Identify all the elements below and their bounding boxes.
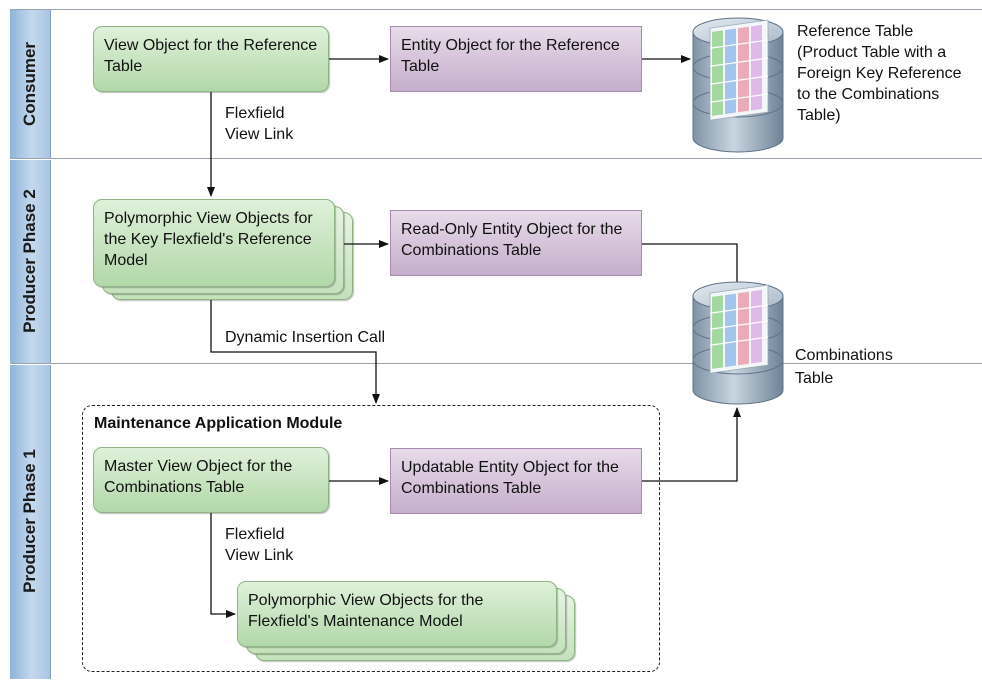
combinations-table-label: Combinations Table (795, 344, 935, 390)
arrow-dynamic-insertion-call (210, 300, 380, 404)
updatable-entity-object-label: Updatable Entity Object for the Combinat… (401, 459, 619, 497)
combinations-table-database-icon (692, 281, 784, 405)
polymorphic-view-objects-reference-model[interactable]: Polymorphic View Objects for the Key Fle… (93, 199, 335, 287)
arrow-readonly-entity-to-combinations (642, 243, 741, 293)
reference-table-database-icon (692, 17, 784, 153)
entity-object-reference-table[interactable]: Entity Object for the Reference Table (390, 26, 642, 92)
maintenance-module-title-text: Maintenance Application Module (94, 415, 343, 432)
dynamic-insertion-call-label: Dynamic Insertion Call (225, 327, 385, 348)
arrow-flexfield-view-link-to-maintenance (210, 513, 236, 618)
view-object-reference-table[interactable]: View Object for the Reference Table (93, 26, 329, 92)
updatable-entity-object-combinations[interactable]: Updatable Entity Object for the Combinat… (390, 448, 642, 514)
readonly-entity-object-combinations[interactable]: Read-Only Entity Object for the Combinat… (390, 210, 642, 276)
flexfield-view-link-label-1: Flexfield View Link (225, 103, 315, 145)
master-view-object-combinations[interactable]: Master View Object for the Combinations … (93, 447, 329, 513)
lane-top-border (10, 9, 982, 10)
lane-bar-producer-phase-1 (10, 365, 51, 679)
master-view-object-label: Master View Object for the Combinations … (104, 458, 293, 496)
entity-object-reference-table-label: Entity Object for the Reference Table (401, 37, 620, 75)
view-object-reference-table-label: View Object for the Reference Table (104, 37, 318, 75)
flexfield-view-link-text-1: Flexfield View Link (225, 105, 294, 143)
lane-separator-1 (10, 158, 982, 159)
dynamic-insertion-call-text: Dynamic Insertion Call (225, 329, 386, 346)
lane-bar-producer-phase-2 (10, 160, 51, 363)
polymorphic-reference-model-label: Polymorphic View Objects for the Key Fle… (104, 210, 313, 269)
readonly-entity-object-label: Read-Only Entity Object for the Combinat… (401, 221, 623, 259)
arrow-updatable-entity-to-combinations (642, 407, 741, 482)
polymorphic-view-objects-maintenance-model[interactable]: Polymorphic View Objects for the Flexfie… (237, 581, 557, 647)
flexfield-view-link-text-2: Flexfield View Link (225, 526, 294, 564)
lane-bar-consumer (10, 10, 51, 158)
maintenance-application-module-container (82, 405, 660, 672)
reference-table-text: Reference Table (Product Table with a Fo… (797, 23, 962, 124)
reference-table-label: Reference Table (Product Table with a Fo… (797, 21, 977, 126)
flexfield-view-link-label-2: Flexfield View Link (225, 524, 315, 566)
combinations-table-text: Combinations Table (795, 347, 893, 387)
polymorphic-maintenance-model-label: Polymorphic View Objects for the Flexfie… (248, 592, 484, 630)
maintenance-module-title: Maintenance Application Module (94, 413, 342, 434)
lane-separator-2 (10, 363, 982, 364)
